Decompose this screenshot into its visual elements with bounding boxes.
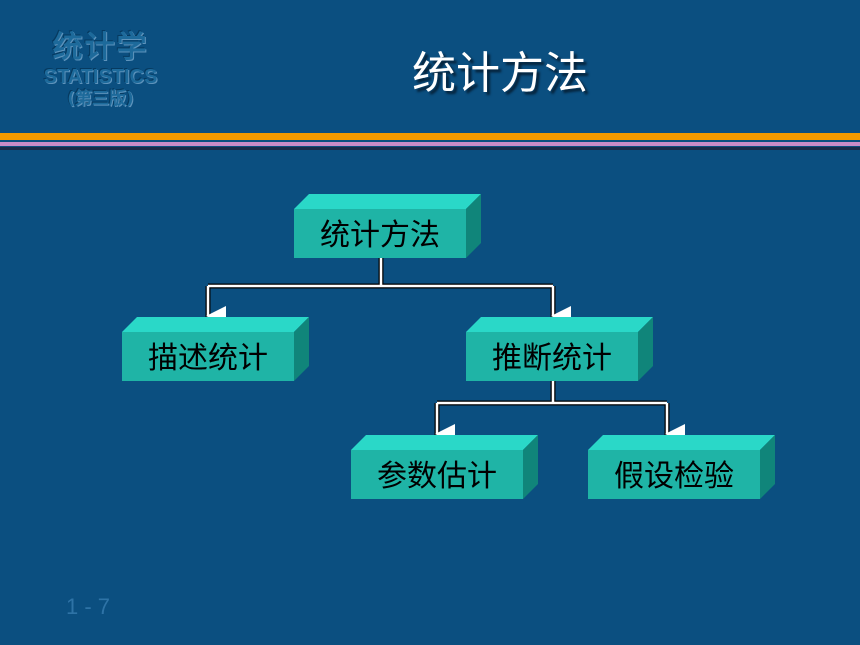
page-number: 1 - 7 (66, 594, 111, 619)
box-testing-label: 假设检验 (614, 459, 734, 494)
box-estimation: 参数估计 (351, 435, 538, 499)
box-testing: 假设检验 (588, 435, 775, 499)
box-estimation-label: 参数估计 (377, 459, 497, 494)
box-inferential: 推断统计 (466, 317, 653, 381)
box-descriptive-label: 描述统计 (148, 341, 268, 376)
logo: 统计学 STATISTICS (第三版) (18, 30, 183, 110)
logo-title-cn: 统计学 (52, 30, 149, 65)
slide-title: 统计方法 (412, 48, 588, 99)
box-descriptive: 描述统计 (122, 317, 309, 381)
header-rule-orange (0, 133, 860, 140)
logo-edition: (第三版) (67, 89, 134, 109)
header-rule-pink (0, 142, 860, 146)
connector-inferential-line (437, 380, 667, 405)
connector-root-line (208, 258, 553, 288)
header-rule-dark (0, 147, 860, 150)
box-root: 统计方法 (294, 194, 481, 258)
logo-title-en: STATISTICS (43, 66, 158, 88)
box-root-label: 统计方法 (320, 218, 440, 253)
box-inferential-label: 推断统计 (492, 341, 612, 376)
